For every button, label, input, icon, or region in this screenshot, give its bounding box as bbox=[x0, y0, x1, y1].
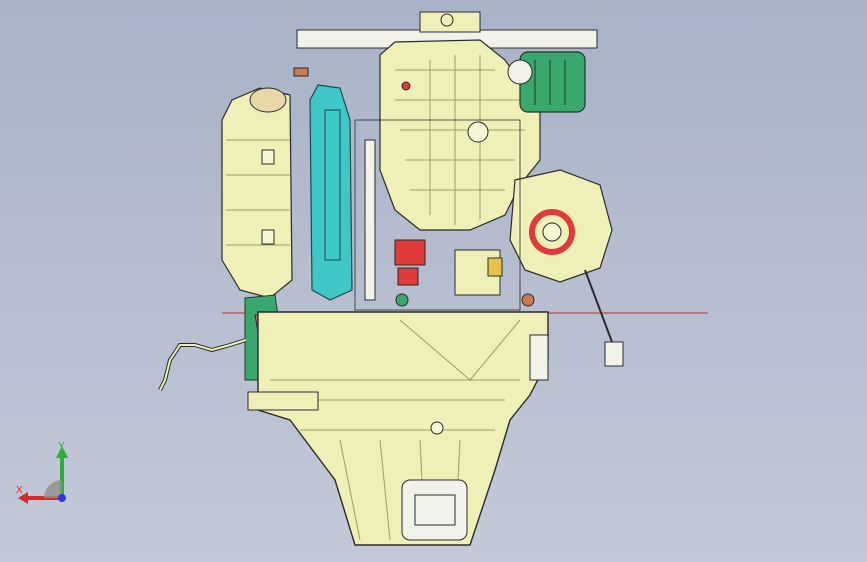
top-cover-plate bbox=[296, 11, 598, 49]
triad-axes-icon bbox=[18, 446, 68, 504]
intake-manifold bbox=[379, 39, 541, 231]
y-axis-arrowhead bbox=[56, 446, 68, 458]
z-axis-dot bbox=[58, 494, 66, 502]
xy-plane-quadrant bbox=[44, 480, 62, 498]
timing-cover bbox=[309, 84, 353, 301]
transmission-housing bbox=[247, 311, 549, 546]
wire-harness bbox=[158, 338, 247, 391]
bolt-part bbox=[293, 67, 309, 77]
alternator bbox=[507, 51, 586, 113]
x-axis-label: X bbox=[16, 485, 23, 496]
left-runner-block bbox=[221, 87, 293, 299]
y-axis-label: Y bbox=[58, 441, 65, 452]
turbo-housing bbox=[509, 169, 624, 367]
coordinate-triad: X Y bbox=[12, 440, 76, 510]
engine-internals bbox=[354, 119, 535, 311]
x-axis-arrowhead bbox=[18, 492, 28, 504]
